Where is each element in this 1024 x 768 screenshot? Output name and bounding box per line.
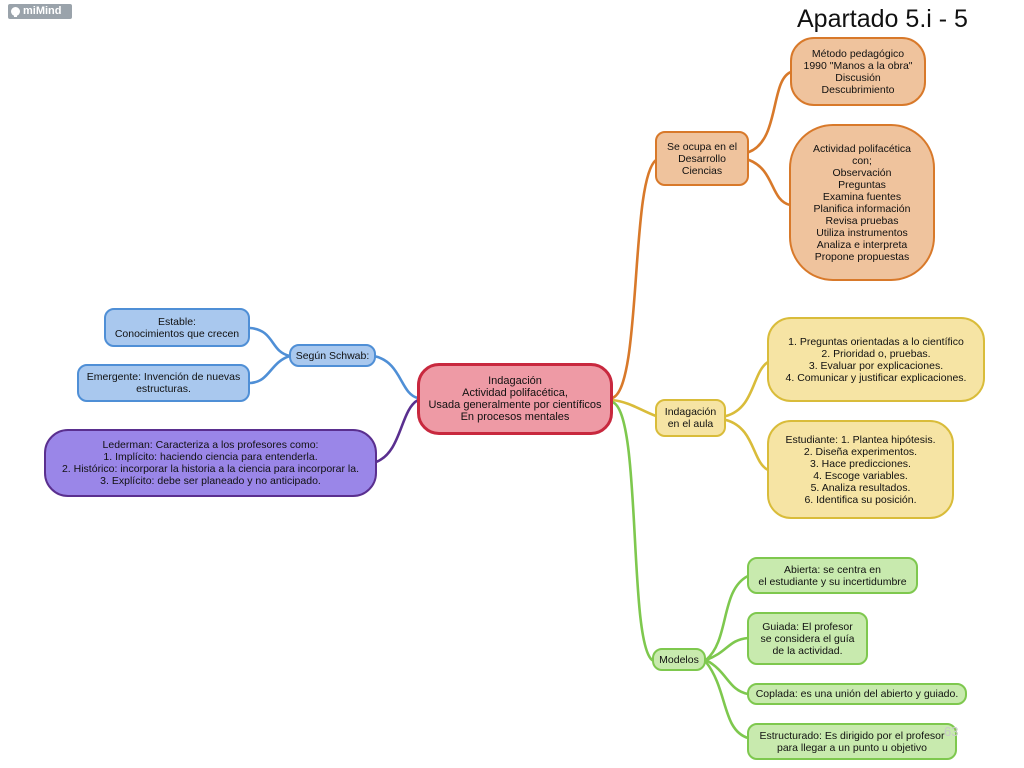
node-estructurado[interactable]: Estructurado: Es dirigido por el profeso…	[747, 723, 957, 760]
page-title: Apartado 5.i - 5	[797, 5, 968, 33]
purple-branch-lines	[374, 398, 420, 464]
node-actividad-polifacetica[interactable]: Actividad polifacética con; Observación …	[789, 124, 935, 281]
node-se-ocupa[interactable]: Se ocupa en el Desarrollo Ciencias	[655, 131, 749, 186]
node-modelos[interactable]: Modelos	[652, 648, 706, 671]
node-estable[interactable]: Estable: Conocimientos que crecen	[104, 308, 250, 347]
lightbulb-icon	[11, 7, 20, 17]
node-coplada[interactable]: Coplada: es una unión del abierto y guia…	[747, 683, 967, 705]
node-segun-schwab[interactable]: Según Schwab:	[289, 344, 376, 367]
node-preguntas-orientadas[interactable]: 1. Preguntas orientadas a lo científico …	[767, 317, 985, 402]
node-indagacion-en-el-aula[interactable]: Indagación en el aula	[655, 399, 726, 437]
yellow-branch-lines	[610, 360, 770, 472]
central-node-indagacion[interactable]: Indagación Actividad polifacética, Usada…	[417, 363, 613, 435]
node-estudiante[interactable]: Estudiante: 1. Plantea hipótesis. 2. Dis…	[767, 420, 954, 519]
mimind-logo: miMind	[8, 4, 72, 19]
orange-branch-lines	[610, 70, 793, 400]
page-number: 63	[944, 724, 959, 739]
blue-branch-lines	[248, 326, 420, 400]
node-lederman[interactable]: Lederman: Caracteriza a los profesores c…	[44, 429, 377, 497]
logo-text: miMind	[23, 5, 62, 17]
node-emergente[interactable]: Emergente: Invención de nuevas estructur…	[77, 364, 250, 402]
green-branch-lines	[610, 400, 750, 740]
node-abierta[interactable]: Abierta: se centra en el estudiante y su…	[747, 557, 918, 594]
node-metodo-pedagogico[interactable]: Método pedagógico 1990 "Manos a la obra"…	[790, 37, 926, 106]
node-guiada[interactable]: Guiada: El profesor se considera el guía…	[747, 612, 868, 665]
